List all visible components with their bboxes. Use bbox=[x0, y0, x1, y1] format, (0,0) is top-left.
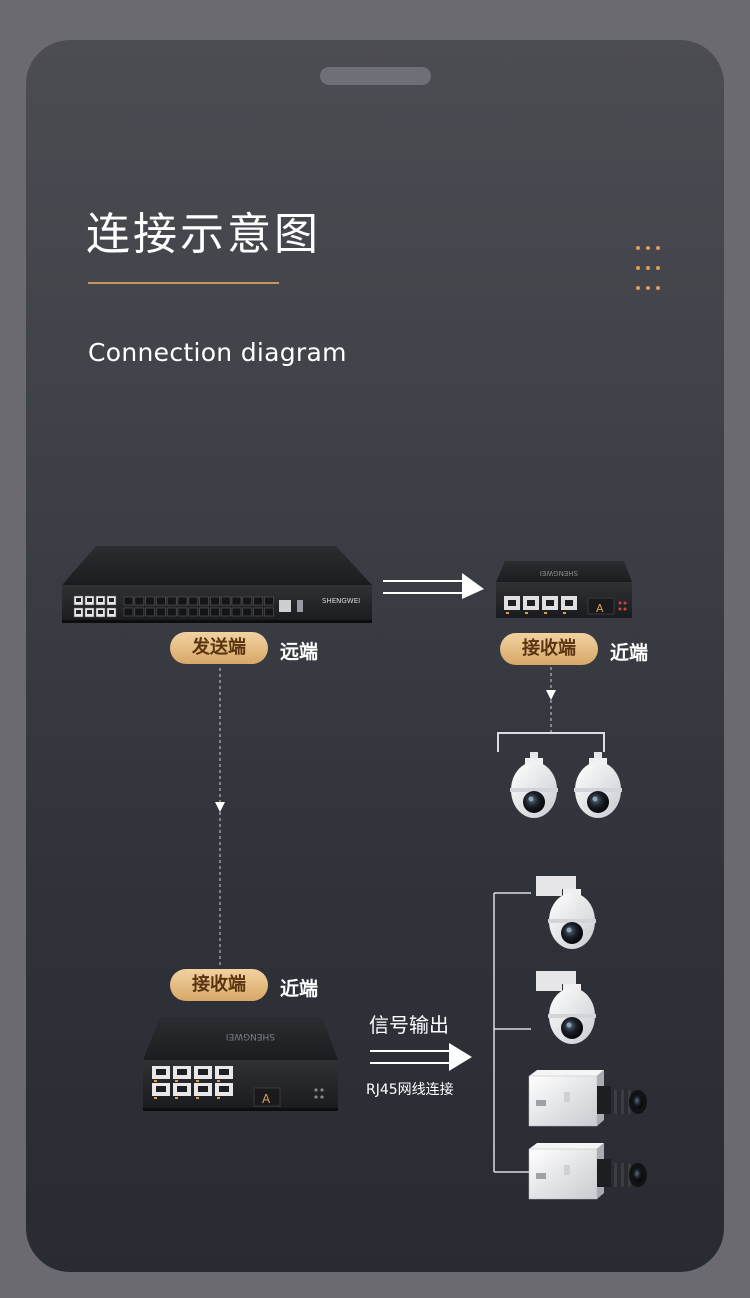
ptz-dome-camera-icon bbox=[536, 971, 596, 1044]
page-title: 连接示意图 bbox=[86, 209, 321, 260]
transmit-badge: 发送端 bbox=[170, 632, 268, 664]
sfp-port bbox=[145, 596, 155, 606]
sfp-port bbox=[199, 607, 209, 617]
sfp-port bbox=[199, 596, 209, 606]
sfp-port bbox=[188, 607, 199, 617]
sfp-port bbox=[166, 607, 177, 617]
arrow-right-icon bbox=[370, 1043, 472, 1071]
receive-side-label-bottom: 近端 bbox=[280, 978, 319, 1000]
sfp-port bbox=[188, 596, 199, 606]
sfp-port bbox=[123, 607, 134, 617]
console-port bbox=[279, 600, 291, 612]
sfp-port bbox=[242, 596, 253, 606]
sfp-port bbox=[253, 607, 263, 617]
sfp-port bbox=[156, 607, 166, 617]
sfp-port bbox=[242, 607, 253, 617]
sfp-port bbox=[177, 596, 188, 606]
receive-badge-bottom: 接收端 bbox=[170, 969, 268, 1001]
sfp-port bbox=[134, 607, 145, 617]
title-divider bbox=[88, 282, 279, 284]
port-tag: A bbox=[262, 1092, 271, 1106]
sfp-port bbox=[145, 607, 155, 617]
port-tag: A bbox=[596, 602, 604, 615]
camera-bracket bbox=[497, 732, 605, 752]
converter-brand: SHENGWEI bbox=[540, 569, 578, 577]
ptz-dome-camera-icon bbox=[510, 752, 558, 818]
arrow-down-icon bbox=[546, 690, 556, 700]
receive-badge-top: 接收端 bbox=[500, 633, 598, 665]
transmit-side-label: 远端 bbox=[280, 641, 319, 663]
ptz-dome-camera-icon bbox=[574, 752, 622, 818]
arrow-right-icon bbox=[383, 573, 484, 599]
sfp-port bbox=[253, 596, 263, 606]
signal-output-label: 信号输出 bbox=[369, 1013, 449, 1037]
switch-brand: SHENGWEI bbox=[322, 597, 360, 605]
sfp-port bbox=[177, 607, 188, 617]
converter-brand: SHENGWEI bbox=[226, 1031, 275, 1041]
top-pill bbox=[320, 67, 431, 85]
sfp-port bbox=[166, 596, 177, 606]
sfp-port bbox=[231, 596, 242, 606]
ptz-dome-camera-icon bbox=[536, 876, 596, 949]
network-switch-icon: SHENGWEI bbox=[62, 546, 372, 623]
box-camera-icon bbox=[528, 1070, 647, 1127]
media-converter-icon: SHENGWEI A bbox=[496, 561, 632, 618]
dots-icon bbox=[636, 246, 662, 292]
sfp-port bbox=[220, 596, 231, 606]
sfp-port bbox=[210, 596, 220, 606]
receive-side-label-top: 近端 bbox=[610, 642, 649, 664]
sfp-port bbox=[156, 596, 166, 606]
sfp-port bbox=[123, 596, 134, 606]
diagram-card: 连接示意图 Connection diagram bbox=[26, 40, 724, 1272]
sfp-port bbox=[210, 607, 220, 617]
arrow-down-icon bbox=[215, 802, 225, 812]
tree-connector bbox=[493, 892, 531, 1173]
box-camera-icon bbox=[528, 1143, 647, 1200]
sfp-port bbox=[134, 596, 145, 606]
sfp-port bbox=[220, 607, 231, 617]
rj45-connection-label: RJ45网线连接 bbox=[366, 1082, 454, 1098]
media-converter-icon: SHENGWEI A bbox=[143, 1017, 338, 1111]
sfp-port bbox=[264, 607, 274, 617]
page-subtitle: Connection diagram bbox=[88, 338, 347, 367]
sfp-port bbox=[231, 607, 242, 617]
sfp-port bbox=[264, 596, 274, 606]
